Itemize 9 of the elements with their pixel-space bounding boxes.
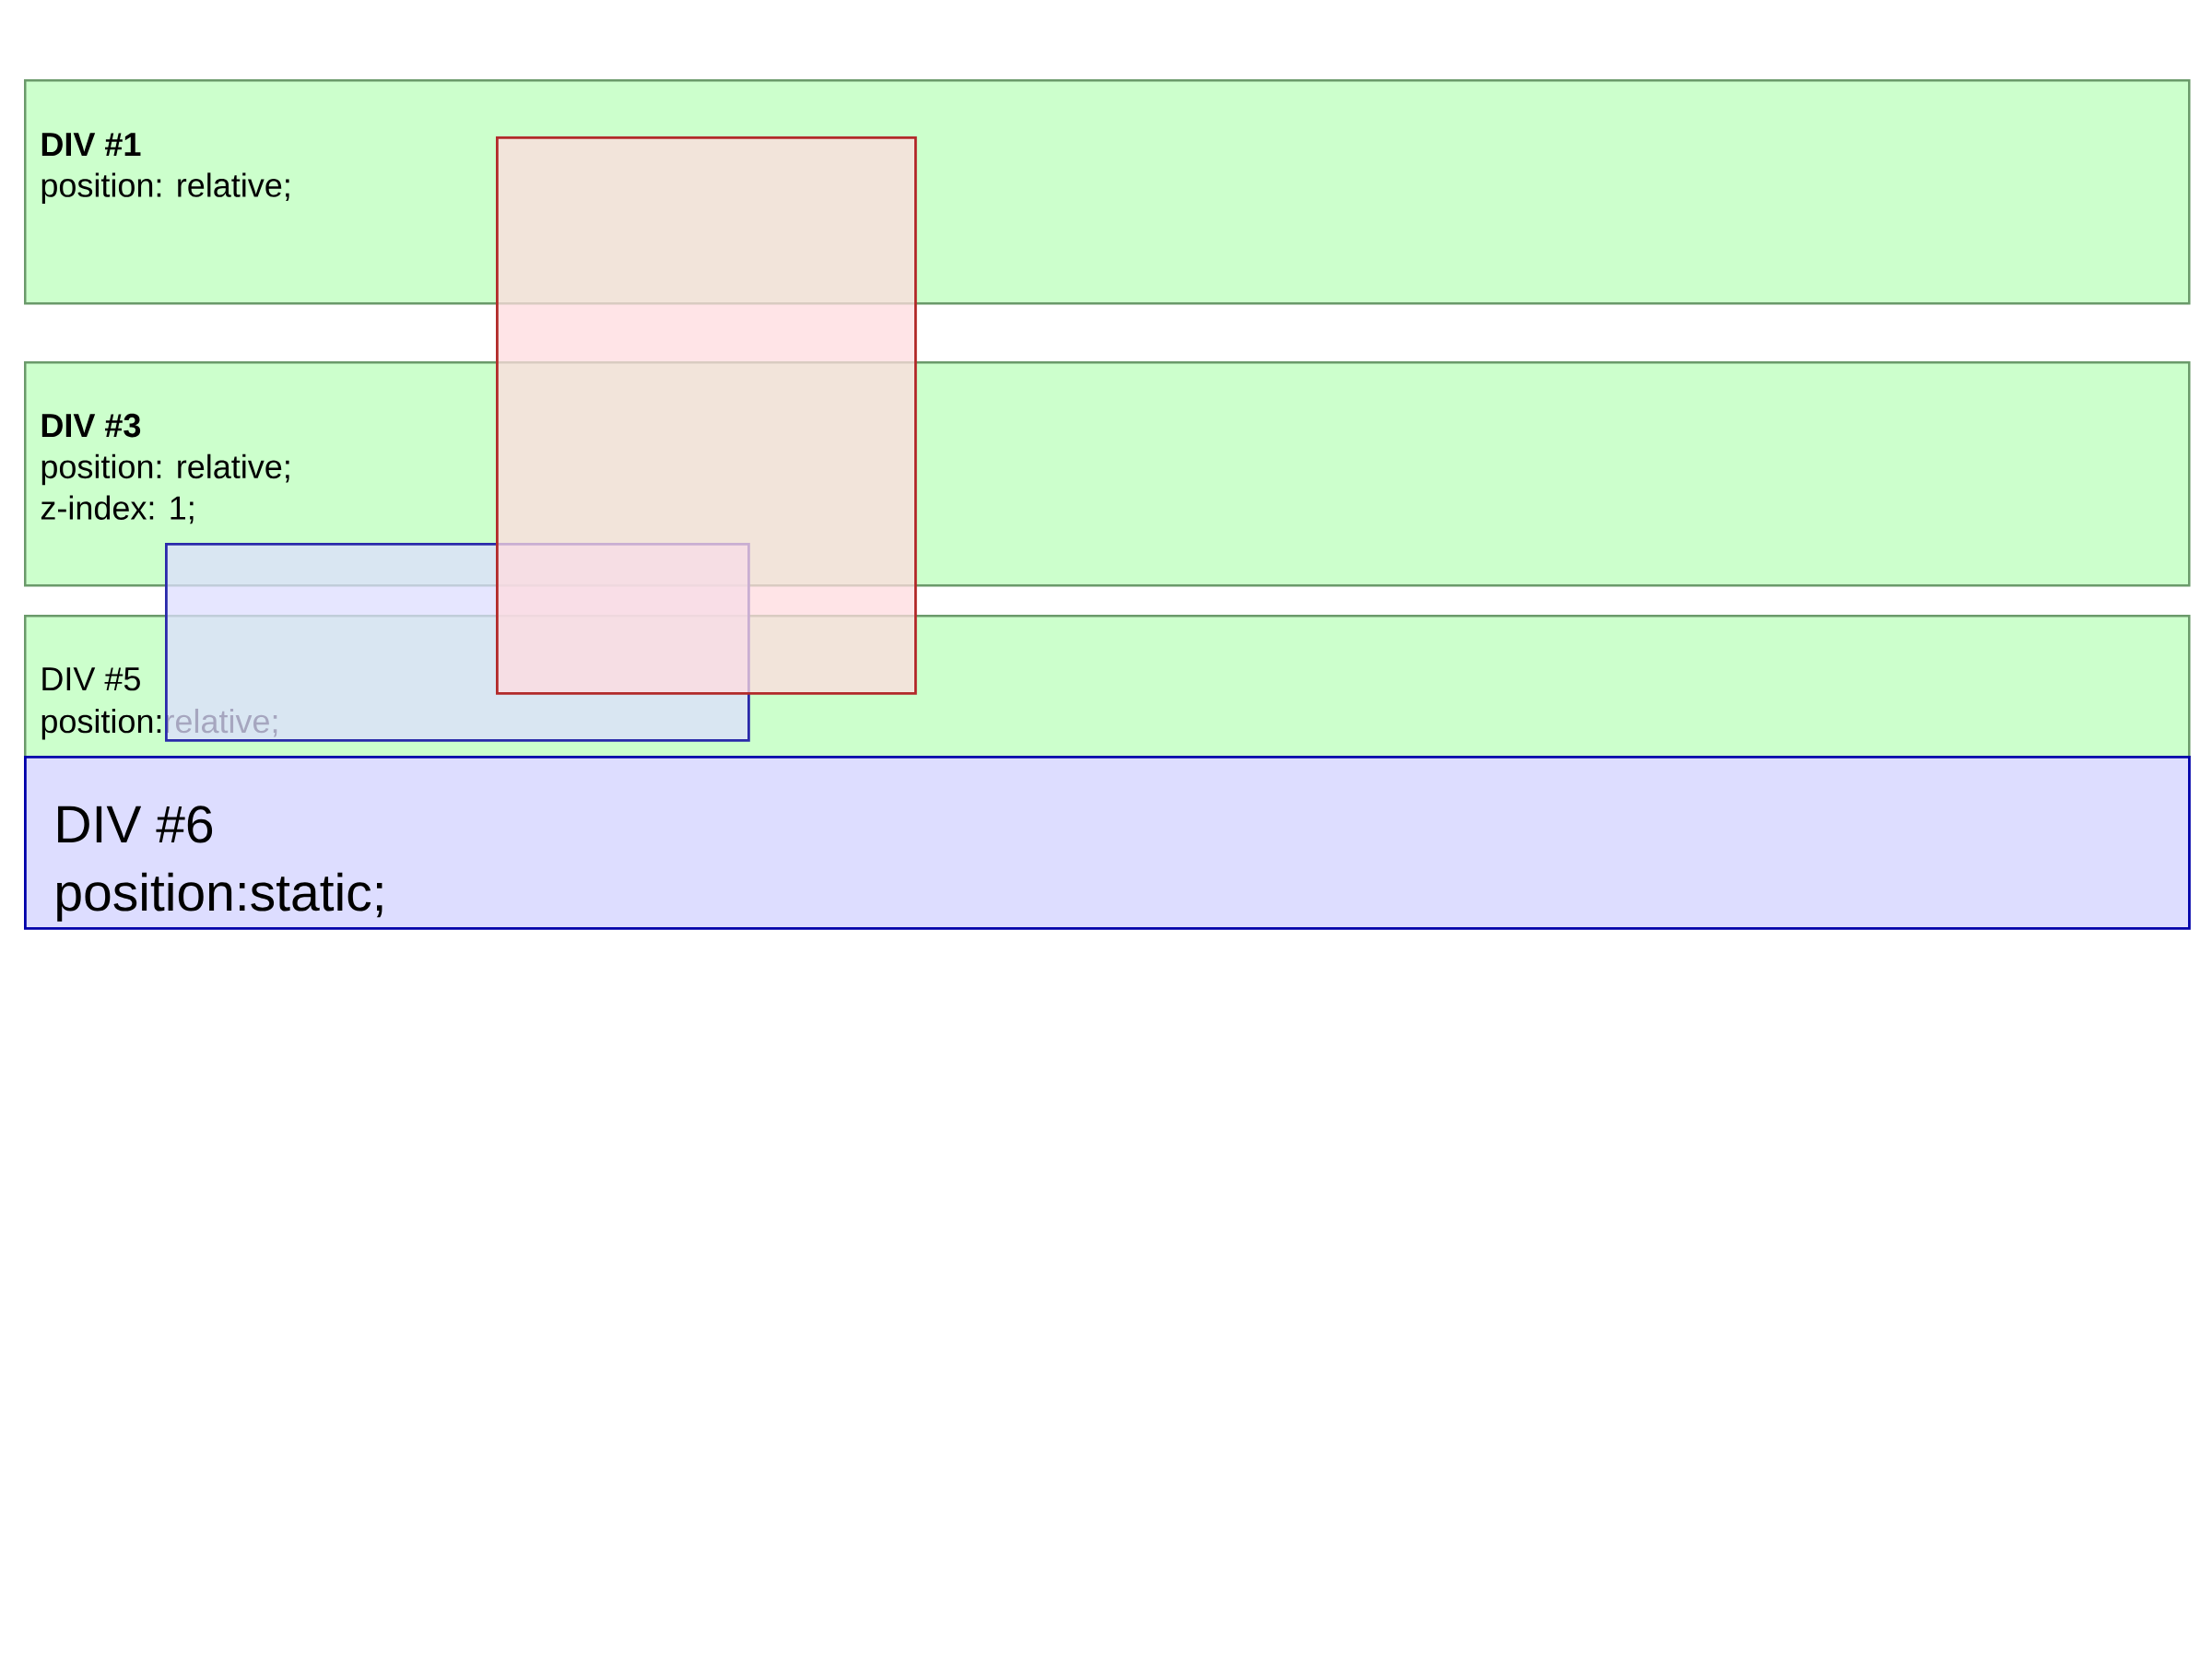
css-declaration: position: relative; (41, 453, 289, 486)
overlay-box (496, 136, 917, 695)
css-declaration: position: relative; (41, 172, 289, 204)
div-heading: DIV #3 (41, 413, 141, 438)
css-declaration: position:static; (57, 872, 382, 922)
div-heading: DIV #1 (41, 133, 141, 156)
css-declaration: z-index: 1; (41, 495, 194, 524)
div-heading: DIV #6 (58, 806, 213, 843)
div-heading: DIV #5 (42, 667, 140, 691)
